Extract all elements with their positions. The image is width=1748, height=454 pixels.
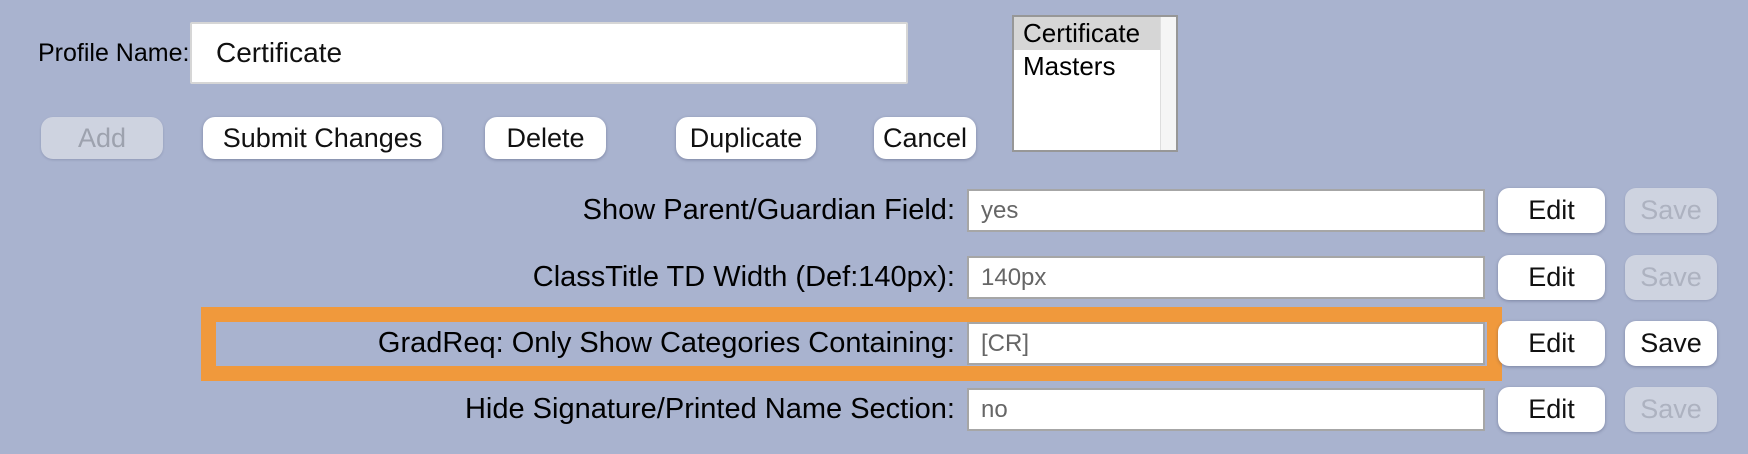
edit-button[interactable]: Edit (1498, 188, 1605, 233)
submit-changes-button[interactable]: Submit Changes (203, 117, 442, 159)
profile-name-label: Profile Name: (38, 39, 190, 67)
setting-row-classtitle-td-width: ClassTitle TD Width (Def:140px): Edit Sa… (0, 255, 1748, 300)
profile-listbox-options: Certificate Masters (1014, 17, 1161, 150)
save-button: Save (1625, 387, 1717, 432)
edit-button[interactable]: Edit (1498, 321, 1605, 366)
setting-value-input[interactable] (967, 189, 1485, 232)
duplicate-button[interactable]: Duplicate (676, 117, 816, 159)
profile-name-input[interactable] (190, 22, 908, 84)
save-button: Save (1625, 255, 1717, 300)
setting-label: ClassTitle TD Width (Def:140px): (532, 261, 955, 293)
listbox-option-certificate[interactable]: Certificate (1014, 17, 1161, 50)
save-button[interactable]: Save (1625, 321, 1717, 366)
setting-value-input[interactable] (967, 256, 1485, 299)
listbox-scrollbar[interactable] (1160, 17, 1176, 150)
delete-button[interactable]: Delete (485, 117, 606, 159)
save-button: Save (1625, 188, 1717, 233)
highlight-frame (201, 307, 1502, 381)
edit-button[interactable]: Edit (1498, 387, 1605, 432)
setting-label: Show Parent/Guardian Field: (582, 194, 955, 226)
add-button: Add (41, 117, 163, 159)
cancel-button[interactable]: Cancel (874, 117, 976, 159)
setting-label: GradReq: Only Show Categories Containing… (377, 327, 955, 359)
setting-row-show-parent-guardian: Show Parent/Guardian Field: Edit Save (0, 188, 1748, 233)
setting-row-gradreq-categories: GradReq: Only Show Categories Containing… (0, 321, 1748, 366)
setting-value-input[interactable] (967, 322, 1485, 365)
setting-row-hide-signature-section: Hide Signature/Printed Name Section: Edi… (0, 387, 1748, 432)
setting-label: Hide Signature/Printed Name Section: (464, 393, 955, 425)
edit-button[interactable]: Edit (1498, 255, 1605, 300)
profile-listbox[interactable]: Certificate Masters (1012, 15, 1178, 152)
setting-value-input[interactable] (967, 388, 1485, 431)
listbox-option-masters[interactable]: Masters (1023, 51, 1116, 81)
